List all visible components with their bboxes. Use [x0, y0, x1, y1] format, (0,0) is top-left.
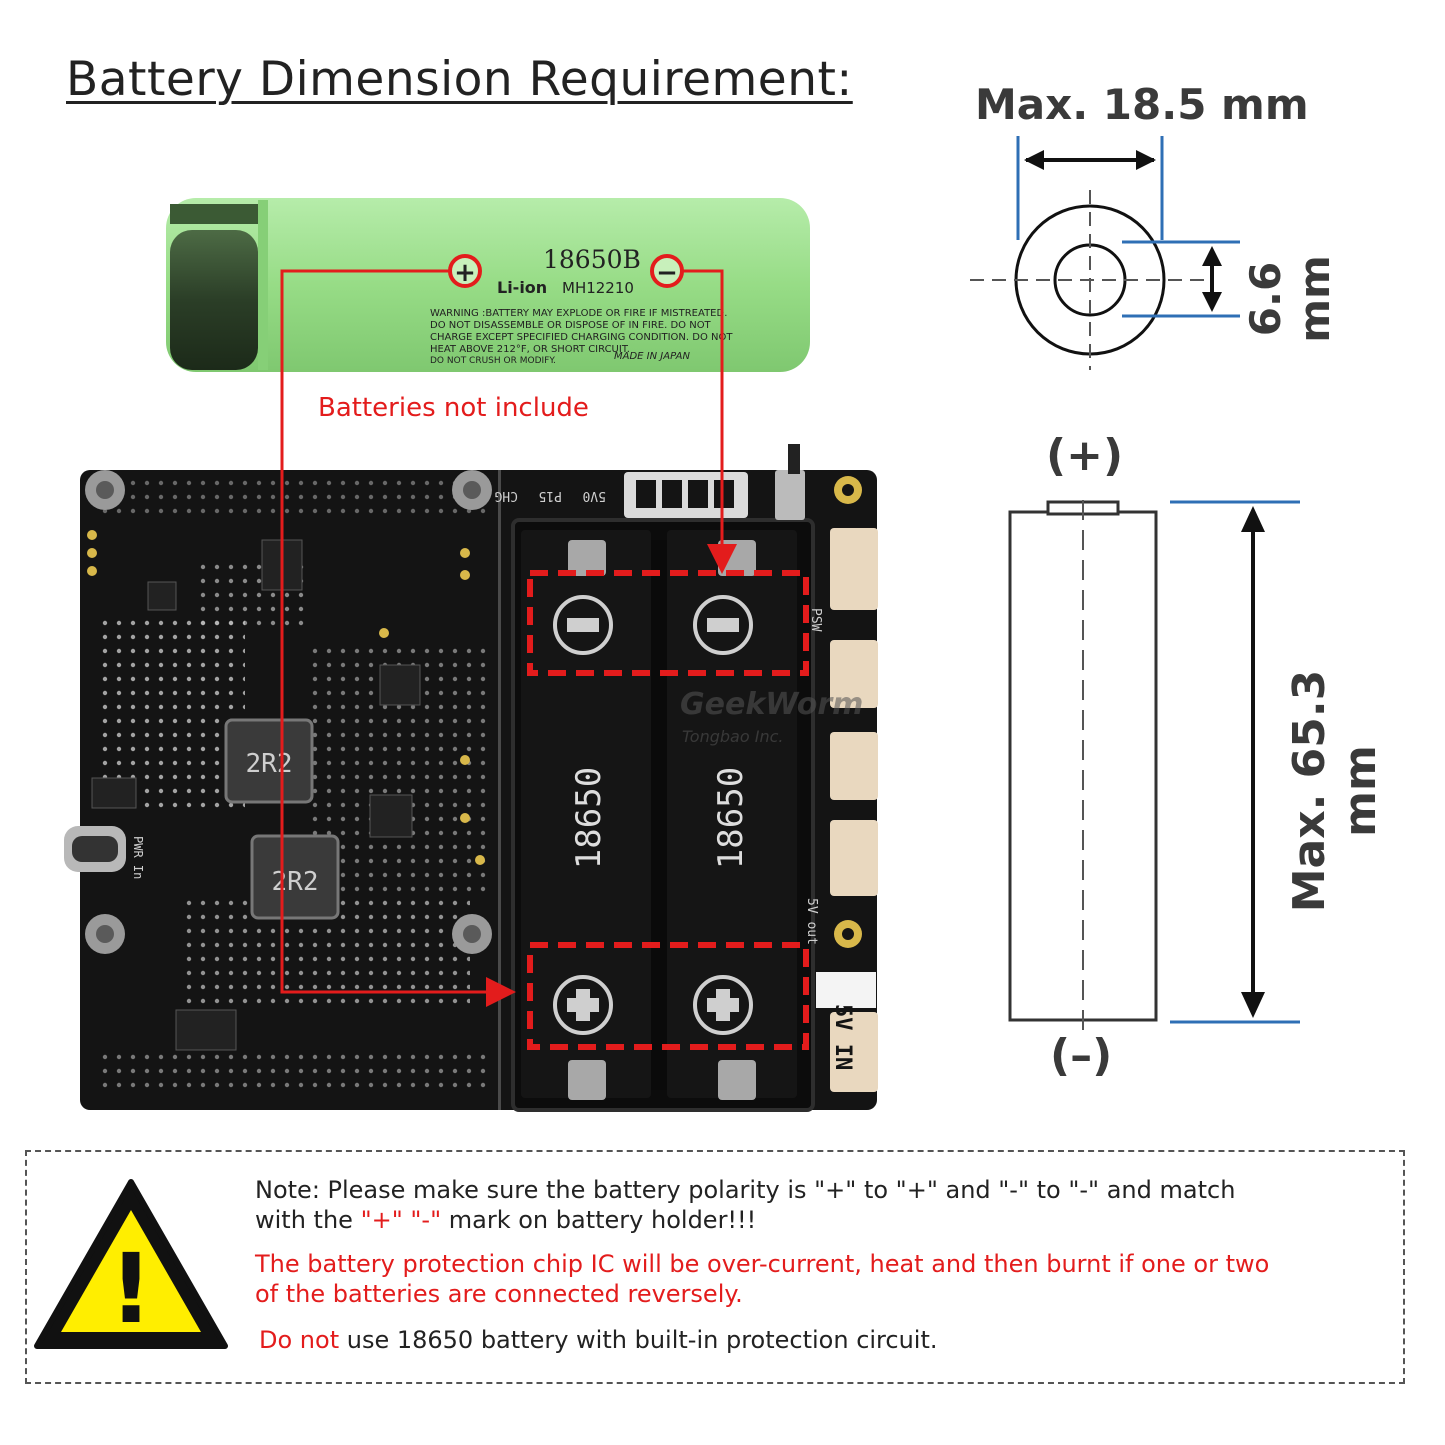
diameter-label: Max. 18.5 mm [975, 80, 1309, 129]
battery-warning-5: DO NOT CRUSH OR MODIFY. [430, 356, 556, 366]
page-title: Battery Dimension Requirement: [66, 52, 853, 107]
batteries-not-included: Batteries not include [318, 393, 589, 423]
terminal-label: 6.6 mm [1241, 255, 1339, 343]
battery-made-in: MADE IN JAPAN [614, 351, 690, 362]
negative-label: (–) [1050, 1030, 1113, 1081]
minus-connector-line [682, 269, 737, 574]
note-box: ! Note: Please make sure the battery pol… [25, 1150, 1405, 1384]
battery-warning-2: DO NOT DISASSEMBLE OR DISPOSE OF IN FIRE… [430, 320, 712, 331]
note-minus-mark: "-" [410, 1206, 442, 1234]
battery-minus-symbol: − [656, 258, 678, 288]
inductor-label-2: 2R2 [272, 867, 319, 897]
warning-line-2: of the batteries are connected reversely… [255, 1280, 743, 1308]
battery-warning-1: WARNING :BATTERY MAY EXPLODE OR FIRE IF … [430, 308, 727, 319]
battery-type: Li-ion [497, 278, 547, 297]
dimension-diagram [970, 136, 1300, 1030]
warning-line-1: The battery protection chip IC will be o… [255, 1250, 1270, 1278]
note-line-2: with the "+" "-" mark on battery holder!… [255, 1206, 756, 1234]
plus-terminal-highlight [527, 942, 809, 1050]
pwr-label: PWR In [131, 836, 145, 879]
pin-label-5v0: 5V0 [583, 488, 606, 503]
donot-red: Do not [259, 1326, 340, 1354]
warning-exclamation: ! [109, 1233, 153, 1345]
watermark-sub: Tongbao Inc. [682, 727, 783, 746]
watermark: GeekWorm [680, 687, 863, 722]
donot-rest: use 18650 battery with built-in protecti… [339, 1326, 938, 1354]
pin-label-chg: CHG [494, 488, 518, 503]
note-line-2-pre: with the [255, 1206, 361, 1234]
minus-terminal-highlight [527, 570, 809, 676]
pin-label-p15: P15 [539, 488, 562, 503]
holder-label-right: 18650 [711, 767, 751, 869]
holder-label-left: 18650 [569, 767, 609, 869]
pcb-board [64, 444, 878, 1112]
vin-label: 5V IN [830, 1004, 855, 1070]
positive-label: (+) [1046, 430, 1124, 481]
note-plus-mark: "+" [360, 1206, 403, 1234]
battery-18650 [166, 198, 810, 372]
length-label: Max. 65.3 mm [1284, 669, 1386, 913]
plus-connector-line [280, 269, 516, 1007]
battery-code: MH12210 [562, 279, 634, 297]
board-diagram: 18650B Li-ion MH12210 WARNING :BATTERY M… [64, 198, 878, 1112]
donot-line: Do not use 18650 battery with built-in p… [259, 1326, 938, 1354]
note-line-1: Note: Please make sure the battery polar… [255, 1176, 1236, 1204]
out-label: 5V out [804, 898, 819, 945]
inductor-label-1: 2R2 [246, 749, 293, 779]
psw-label: PSW [808, 608, 823, 632]
battery-plus-symbol: + [454, 258, 476, 288]
note-line-2-post: mark on battery holder!!! [441, 1206, 757, 1234]
warning-icon: ! [34, 1179, 228, 1349]
battery-model: 18650B [543, 245, 641, 274]
battery-warning-4: HEAT ABOVE 212°F, OR SHORT CIRCUIT. [430, 344, 630, 355]
battery-warning-3: CHARGE EXCEPT SPECIFIED CHARGING CONDITI… [430, 332, 733, 343]
